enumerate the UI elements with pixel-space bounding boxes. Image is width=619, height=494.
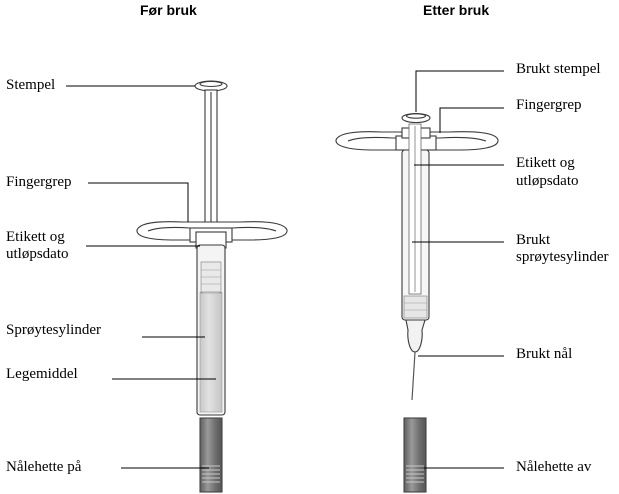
label-used-needle: Brukt nål <box>516 346 573 362</box>
leader-finger-grip-after <box>439 107 504 133</box>
needle-cap-on <box>199 417 223 493</box>
label-used-plunger: Brukt stempel <box>516 61 601 77</box>
leader-used-plunger <box>415 70 504 112</box>
label-medicine: Legemiddel <box>6 366 78 382</box>
label-label-after-line1: Etikett og <box>516 155 575 171</box>
syringe-before <box>136 80 288 493</box>
medicine-fill <box>199 292 223 413</box>
syringe-after <box>335 112 499 493</box>
leader-lines-before <box>66 85 216 469</box>
label-used-barrel-line1: Brukt <box>516 232 551 248</box>
label-plunger: Stempel <box>6 77 56 93</box>
label-label-line2: utløpsdato <box>6 246 69 262</box>
label-needle-cap-off: Nålehette av <box>516 459 592 475</box>
label-label-line1: Etikett og <box>6 229 65 245</box>
used-needle <box>411 351 416 401</box>
title-after: Etter bruk <box>423 2 490 18</box>
label-barrel: Sprøytesylinder <box>6 322 101 338</box>
label-used-barrel-line2: sprøytesylinder <box>516 249 609 265</box>
leader-finger-grip <box>88 182 189 222</box>
needle-cap-off <box>403 417 427 493</box>
label-finger-grip-after: Fingergrep <box>516 97 582 113</box>
label-finger-grip: Fingergrep <box>6 174 72 190</box>
label-label-after-line2: utløpsdato <box>516 173 579 189</box>
leader-lines-after <box>412 70 504 469</box>
title-before: Før bruk <box>140 2 197 18</box>
label-needle-cap-on: Nålehette på <box>6 459 82 475</box>
needle-hub <box>405 319 426 353</box>
